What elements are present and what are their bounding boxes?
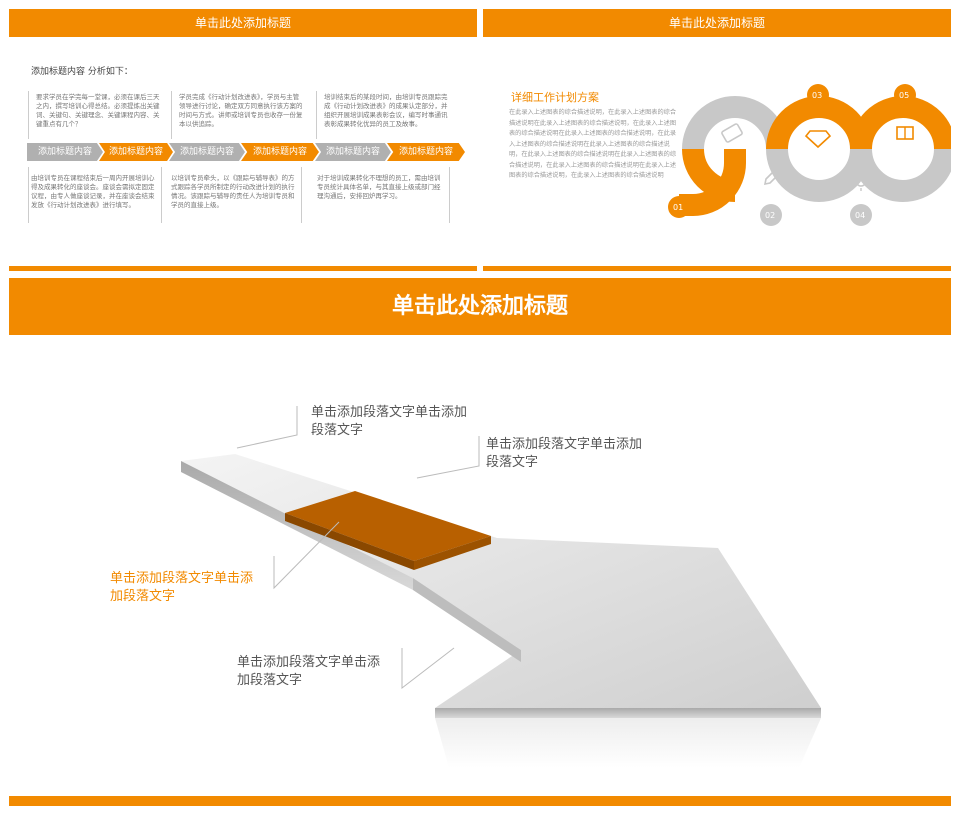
divider xyxy=(301,167,302,223)
divider xyxy=(28,91,29,139)
step-number-1: 01 xyxy=(673,203,684,212)
upper-text-2: 学员完成《行动计划改进表》，学员与主管领导进行讨论，确定双方同意执行该方案的时间… xyxy=(179,93,303,128)
slide-2-bottom-bar xyxy=(483,266,951,271)
divider xyxy=(161,167,162,223)
step-dot-4 xyxy=(850,204,872,226)
wave-segment-gray xyxy=(682,96,788,150)
plan-body: 在此录入上述图表的综合描述说明，在此录入上述图表的综合描述说明在此录入上述图表的… xyxy=(509,109,677,179)
arrow-side-face xyxy=(413,578,521,662)
slide-1-title[interactable]: 单击此处添加标题 xyxy=(9,9,477,37)
chevron-5[interactable]: 添加标题内容 xyxy=(315,143,391,161)
slide-3-title[interactable]: 单击此处添加标题 xyxy=(9,278,951,335)
step-number-4: 04 xyxy=(855,211,866,220)
chevron-row: 添加标题内容 添加标题内容 添加标题内容 添加标题内容 添加标题内容 添加标题内… xyxy=(27,143,467,161)
step-dot-5 xyxy=(894,84,916,106)
slide-1-heading: 添加标题内容 分析如下： xyxy=(31,67,133,77)
slide-3-bottom-bar xyxy=(9,796,951,806)
plan-title[interactable]: 详细工作计划方案 xyxy=(511,91,599,104)
lower-text-1: 由培训专员在课程结束后一周内开展培训心得及成果转化的座谈会。座谈会需拟定固定议程… xyxy=(31,174,155,209)
divider xyxy=(316,91,317,139)
book-icon xyxy=(896,126,914,140)
wave-segment-gray xyxy=(766,148,872,202)
slide-2-title[interactable]: 单击此处添加标题 xyxy=(483,9,951,37)
arrow-graphic xyxy=(181,406,821,768)
leader-line xyxy=(401,647,455,690)
step-dot-1 xyxy=(668,196,690,218)
upper-text-3: 培训结束后的某段时间，由培训专员跟踪完成《行动计划改进表》的成果认定部分，并组织… xyxy=(324,93,448,128)
chevron-3[interactable]: 添加标题内容 xyxy=(169,143,245,161)
arrow-reflection xyxy=(435,718,821,768)
wave-segment-orange xyxy=(682,148,736,202)
chevron-6[interactable]: 添加标题内容 xyxy=(387,143,465,161)
divider xyxy=(449,167,450,223)
slide-3: 单击此处添加标题 xyxy=(9,278,951,806)
highlight-segment-side xyxy=(414,536,491,570)
money-icon xyxy=(721,123,743,143)
lower-text-3: 对于培训成果转化不理想的员工，需由培训专员统计具体名单，与其直接上级或部门经理沟… xyxy=(317,174,441,200)
step-dot-2 xyxy=(760,204,782,226)
slide-1-bottom-bar xyxy=(9,266,477,271)
slide-1: 单击此处添加标题 添加标题内容 分析如下： 要求学员在学完每一堂课，必须在课后三… xyxy=(9,9,477,271)
leader-line xyxy=(236,406,298,449)
chevron-4[interactable]: 添加标题内容 xyxy=(241,143,319,161)
chevron-2[interactable]: 添加标题内容 xyxy=(99,143,173,161)
step-dot-3 xyxy=(807,84,829,106)
chevron-1[interactable]: 添加标题内容 xyxy=(27,143,103,161)
arrow-side-face xyxy=(435,708,821,718)
step-number-5: 05 xyxy=(899,91,910,100)
sun-icon xyxy=(851,171,871,191)
lower-text-2: 以培训专员牵头，以《跟踪与辅导表》的方式跟踪各学员所制定的行动改进计划的执行情况… xyxy=(171,174,295,209)
leader-line xyxy=(273,521,340,590)
divider xyxy=(171,91,172,139)
paragraph-3[interactable]: 单击添加段落文字单击添加段落文字 xyxy=(110,571,254,604)
leader-line xyxy=(416,436,480,479)
step-number-2: 02 xyxy=(765,211,776,220)
paragraph-4[interactable]: 单击添加段落文字单击添加段落文字 xyxy=(237,655,381,688)
step-number-3: 03 xyxy=(812,91,823,100)
highlight-segment xyxy=(285,491,491,561)
wave-segment-gray xyxy=(850,148,951,202)
highlight-segment-side xyxy=(285,513,414,570)
wave-diagram xyxy=(668,84,951,226)
slide-2: 单击此处添加标题 详细工作计划方案 在此录入上述图表的综合描述说明，在此录入上述… xyxy=(483,9,951,271)
wave-segment-orange xyxy=(850,96,951,150)
paragraph-1[interactable]: 单击添加段落文字单击添加段落文字 xyxy=(311,405,468,438)
upper-text-1: 要求学员在学完每一堂课，必须在课后三天之内，撰写培训心得总结。必须提炼出关键词、… xyxy=(36,93,160,128)
wave-segment-orange xyxy=(766,96,872,150)
paragraph-2[interactable]: 单击添加段落文字单击添加段落文字 xyxy=(486,437,643,470)
divider xyxy=(28,167,29,223)
diamond-icon xyxy=(804,130,832,149)
pencil-icon xyxy=(763,164,785,186)
